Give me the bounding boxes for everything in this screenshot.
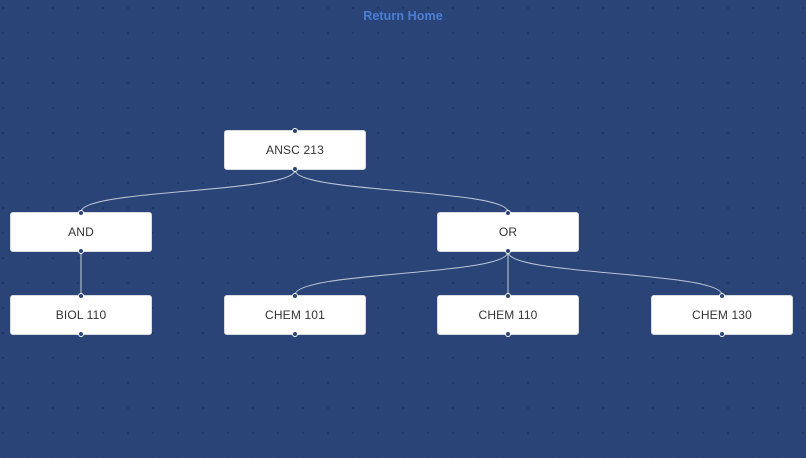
flow-node-or[interactable]: OR xyxy=(437,210,579,254)
flow-node-label: CHEM 110 xyxy=(478,308,538,322)
flow-edge-or-to-chem101 xyxy=(294,251,509,296)
target-handle-biol110[interactable] xyxy=(78,293,84,299)
flow-node-label: ANSC 213 xyxy=(266,143,324,157)
target-handle-chem130[interactable] xyxy=(719,293,725,299)
flow-edge-ansc213-to-or xyxy=(294,169,509,213)
return-home-link[interactable]: Return Home xyxy=(363,8,443,23)
source-handle-chem101[interactable] xyxy=(292,331,298,337)
target-handle-and[interactable] xyxy=(78,210,84,216)
flow-node-label: CHEM 101 xyxy=(265,308,325,322)
target-handle-chem101[interactable] xyxy=(292,293,298,299)
flow-node-label: OR xyxy=(498,225,518,239)
flow-node-label: BIOL 110 xyxy=(55,308,107,322)
flow-node-ansc213[interactable]: ANSC 213 xyxy=(224,128,366,172)
flow-edge-ansc213-to-and xyxy=(80,169,296,213)
target-handle-or[interactable] xyxy=(505,210,511,216)
source-handle-chem130[interactable] xyxy=(719,331,725,337)
flow-node-and[interactable]: AND xyxy=(10,210,152,254)
flow-edge-or-to-chem130 xyxy=(507,251,723,296)
flow-node-chem101[interactable]: CHEM 101 xyxy=(224,293,366,337)
source-handle-ansc213[interactable] xyxy=(292,166,298,172)
flow-node-label: CHEM 130 xyxy=(692,308,752,322)
source-handle-or[interactable] xyxy=(505,248,511,254)
flow-node-label: AND xyxy=(68,225,94,239)
flow-node-chem130[interactable]: CHEM 130 xyxy=(651,293,793,337)
flow-node-biol110[interactable]: BIOL 110 xyxy=(10,293,152,337)
flow-node-chem110[interactable]: CHEM 110 xyxy=(437,293,579,337)
source-handle-biol110[interactable] xyxy=(78,331,84,337)
source-handle-chem110[interactable] xyxy=(505,331,511,337)
page-header: Return Home xyxy=(0,0,806,32)
target-handle-chem110[interactable] xyxy=(505,293,511,299)
source-handle-and[interactable] xyxy=(78,248,84,254)
target-handle-ansc213[interactable] xyxy=(292,128,298,134)
